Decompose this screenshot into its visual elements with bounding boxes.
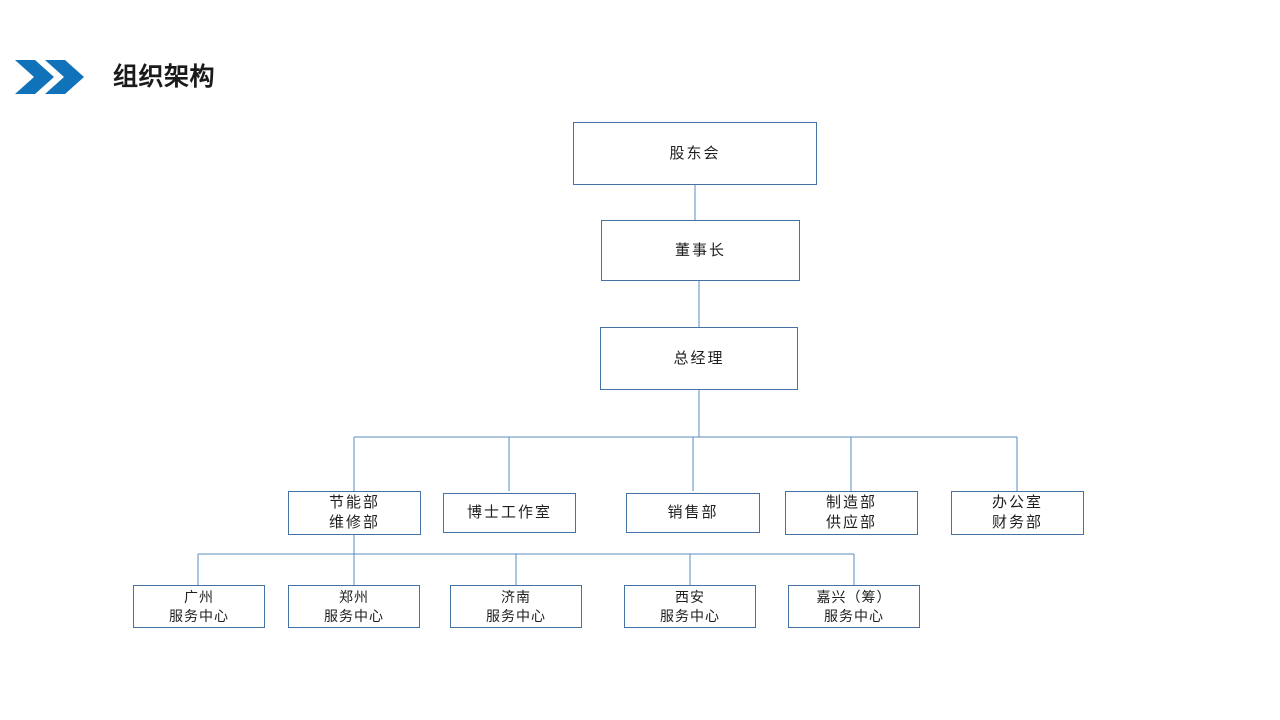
node-center-xian-line2: 服务中心 — [660, 607, 720, 624]
node-chairman[interactable]: 董事长 — [601, 220, 800, 281]
node-center-xian[interactable]: 西安 服务中心 — [624, 585, 756, 628]
node-center-guangzhou[interactable]: 广州 服务中心 — [133, 585, 265, 628]
node-dept-doctor-studio[interactable]: 博士工作室 — [443, 493, 576, 533]
node-center-jinan-line1: 济南 — [501, 588, 531, 605]
node-dept-manufacturing[interactable]: 制造部 供应部 — [785, 491, 918, 535]
node-dept-sales-label: 销售部 — [667, 504, 719, 521]
node-dept-office-line2: 财务部 — [991, 514, 1043, 531]
node-center-xian-line1: 西安 — [675, 588, 705, 605]
node-dept-sales[interactable]: 销售部 — [626, 493, 760, 533]
node-dept-office[interactable]: 办公室 财务部 — [951, 491, 1084, 535]
double-chevron-right-icon — [14, 58, 86, 96]
node-center-guangzhou-line1: 广州 — [184, 588, 214, 605]
node-chairman-label: 董事长 — [674, 241, 726, 259]
node-center-jinan[interactable]: 济南 服务中心 — [450, 585, 582, 628]
node-dept-doctor-studio-label: 博士工作室 — [466, 504, 552, 521]
node-center-jiaxing[interactable]: 嘉兴（筹） 服务中心 — [788, 585, 920, 628]
node-shareholders[interactable]: 股东会 — [573, 122, 817, 185]
node-dept-manufacturing-line2: 供应部 — [825, 514, 877, 531]
page-title: 组织架构 — [113, 63, 216, 91]
node-center-jiaxing-line1: 嘉兴（筹） — [816, 588, 892, 605]
node-center-guangzhou-line2: 服务中心 — [169, 607, 229, 624]
node-dept-manufacturing-line1: 制造部 — [825, 494, 877, 511]
node-dept-office-line1: 办公室 — [991, 494, 1043, 511]
node-dept-energy-line2: 维修部 — [328, 514, 380, 531]
node-center-jinan-line2: 服务中心 — [486, 607, 546, 624]
node-center-zhengzhou-line1: 郑州 — [339, 588, 369, 605]
slide-header: 组织架构 — [0, 46, 1280, 102]
node-shareholders-label: 股东会 — [669, 144, 721, 162]
node-dept-energy[interactable]: 节能部 维修部 — [288, 491, 421, 535]
node-general-manager-label: 总经理 — [673, 349, 725, 367]
node-center-jiaxing-line2: 服务中心 — [824, 607, 884, 624]
node-general-manager[interactable]: 总经理 — [600, 327, 798, 390]
node-dept-energy-line1: 节能部 — [328, 494, 380, 511]
node-center-zhengzhou-line2: 服务中心 — [324, 607, 384, 624]
node-center-zhengzhou[interactable]: 郑州 服务中心 — [288, 585, 420, 628]
